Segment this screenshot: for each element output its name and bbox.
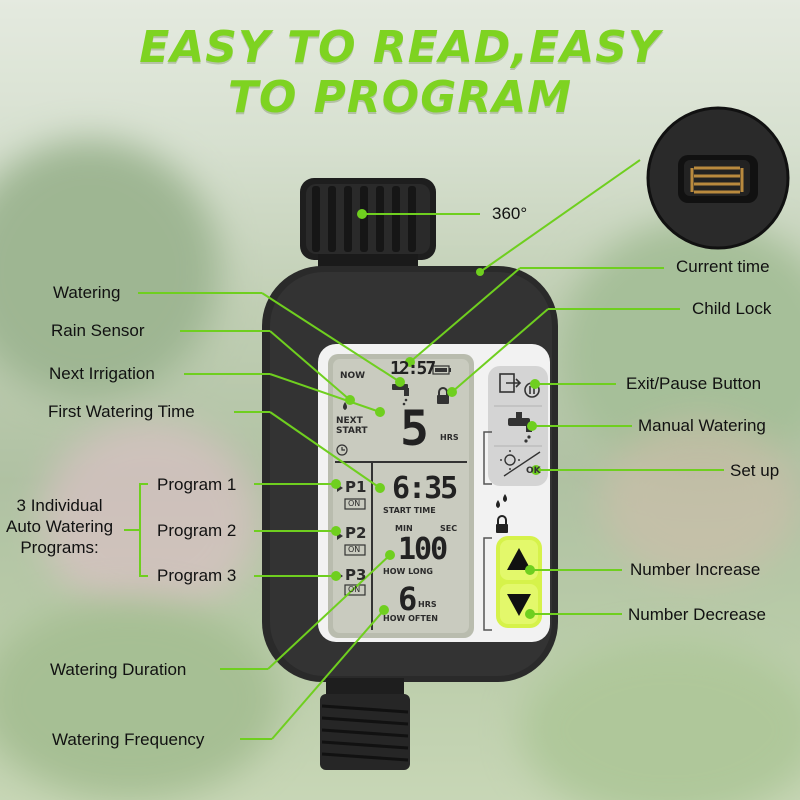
- lcd-start-label: START: [336, 426, 368, 436]
- lcd-program-1: P1: [345, 478, 367, 496]
- label-current-time: Current time: [676, 257, 770, 276]
- lcd-program-2-state: ON: [348, 545, 361, 554]
- lcd-how-long-value: 100: [398, 532, 448, 567]
- headline-line-2: TO PROGRAM: [227, 72, 573, 123]
- lcd-start-time-value: 6:35: [392, 471, 458, 506]
- top-coupling-nut: [300, 178, 436, 272]
- lcd-min-label: MIN: [395, 524, 413, 533]
- number-increase-button[interactable]: [500, 540, 538, 580]
- lcd-battery-icon: [432, 365, 451, 375]
- lcd-next-label: NEXT: [336, 416, 363, 426]
- lcd-program-1-state: ON: [348, 499, 361, 508]
- ok-label: OK: [526, 466, 541, 476]
- label-number-decrease: Number Decrease: [628, 605, 766, 624]
- label-number-increase: Number Increase: [630, 560, 761, 579]
- lcd-next-irrigation-value: 5: [400, 401, 429, 457]
- label-manual-watering: Manual Watering: [638, 416, 766, 435]
- label-watering: Watering: [53, 283, 121, 302]
- lcd-how-often-hrs: HRS: [418, 600, 437, 609]
- label-child-lock: Child Lock: [692, 299, 772, 318]
- lcd-program-2: P2: [345, 524, 367, 542]
- lcd-clock-icon: [336, 444, 348, 456]
- label-set-up: Set up: [730, 461, 780, 480]
- lcd-lock-icon: [437, 387, 449, 404]
- label-program-3: Program 3: [157, 566, 237, 585]
- label-programs-line-3: Programs:: [20, 538, 99, 557]
- label-exit-pause: Exit/Pause Button: [626, 374, 762, 393]
- label-watering-frequency: Watering Frequency: [52, 730, 205, 749]
- label-watering-duration: Watering Duration: [50, 660, 187, 679]
- setup-ok-button[interactable]: [494, 448, 542, 484]
- leader-lines: [124, 159, 724, 740]
- lcd-program-3-state: ON: [348, 585, 361, 594]
- headline-line-1: EASY TO READ,EASY: [139, 22, 661, 73]
- label-rain-sensor: Rain Sensor: [51, 321, 145, 340]
- lcd-next-start-label: NEXT START: [336, 416, 368, 436]
- label-programs-line-2: Auto Watering: [6, 517, 114, 536]
- lcd-how-long-label: HOW LONG: [383, 567, 433, 576]
- exit-pause-button[interactable]: [494, 368, 542, 404]
- label-programs-line-1: 3 Individual: [16, 496, 103, 515]
- rain-drops-icon: [496, 494, 507, 508]
- side-lock-icon: [496, 515, 508, 533]
- label-program-2: Program 2: [157, 521, 237, 540]
- label-first-watering-time: First Watering Time: [48, 402, 195, 421]
- sun-clock-icon: [500, 450, 541, 477]
- lcd-start-time-label: START TIME: [383, 506, 436, 515]
- manual-watering-button[interactable]: [494, 408, 542, 444]
- lcd-how-often-value: 6: [398, 580, 417, 618]
- lcd-sec-label: SEC: [440, 524, 458, 533]
- label-next-irrigation: Next Irrigation: [49, 364, 155, 383]
- lcd-how-often-label: HOW OFTEN: [383, 614, 438, 623]
- lcd-hrs-label: HRS: [440, 433, 459, 442]
- lcd-now-label: NOW: [340, 371, 366, 381]
- lcd-program-3: P3: [345, 566, 367, 584]
- label-360: 360°: [492, 204, 528, 223]
- label-program-1: Program 1: [157, 475, 237, 494]
- number-decrease-button[interactable]: [500, 584, 538, 624]
- lcd-current-time: 12:57: [390, 358, 436, 379]
- label-programs-group: 3 Individual Auto Watering Programs:: [6, 495, 113, 558]
